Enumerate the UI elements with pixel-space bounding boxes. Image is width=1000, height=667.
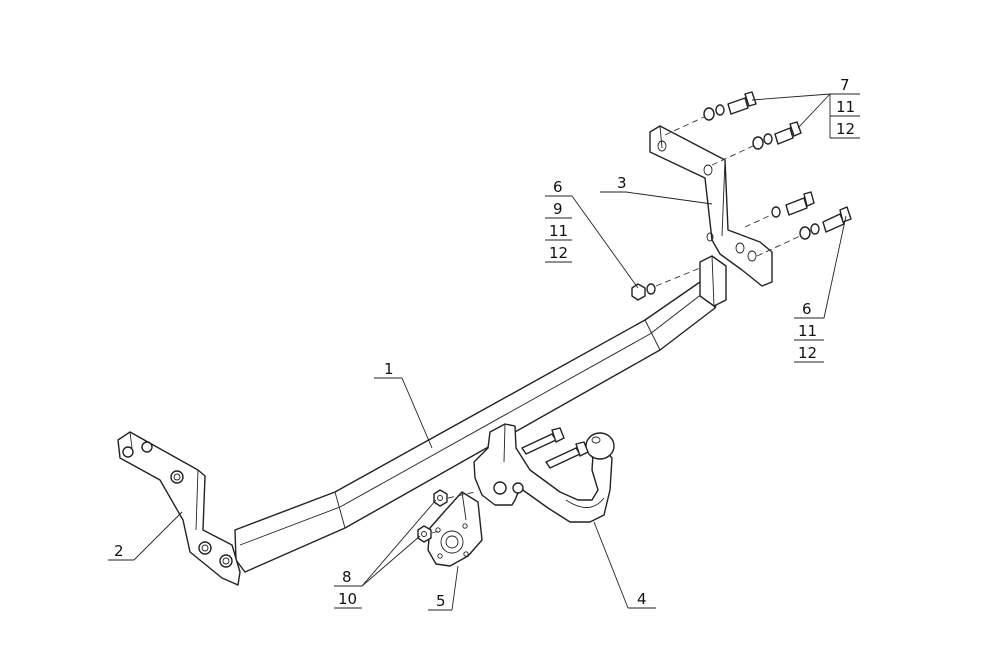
callout-4: 4 <box>637 590 647 608</box>
callout-5: 5 <box>436 592 446 610</box>
callout-2: 2 <box>114 542 124 560</box>
callout-1: 1 <box>384 360 394 378</box>
callout-8-2: 10 <box>338 590 357 608</box>
callout-6a-2: 9 <box>553 200 563 218</box>
part-5-socket-plate <box>427 491 483 567</box>
callout-7-3: 12 <box>836 120 855 138</box>
leader-lines <box>108 93 860 611</box>
callout-6b-1: 6 <box>802 300 812 318</box>
hardware-7-11-12 <box>664 91 802 166</box>
callout-6a-1: 6 <box>553 178 563 196</box>
callout-7-2: 11 <box>836 98 855 116</box>
callout-6b-3: 12 <box>798 344 817 362</box>
callout-8-1: 8 <box>342 568 352 586</box>
part-2-left-bracket <box>117 431 241 586</box>
callout-labels: 1 2 3 4 5 6 9 11 12 6 11 12 7 11 12 8 10 <box>114 76 855 610</box>
callout-6b-2: 11 <box>798 322 817 340</box>
part-1-crossbar <box>234 255 727 573</box>
part-3-right-bracket <box>649 125 773 287</box>
callout-6a-4: 12 <box>549 244 568 262</box>
part-4-tow-ball-mount <box>473 423 615 523</box>
callout-7-1: 7 <box>840 76 850 94</box>
callout-6a-3: 11 <box>549 222 568 240</box>
tow-mount-bolts <box>521 427 589 469</box>
callout-3: 3 <box>617 174 627 192</box>
hardware-6-9-11-12 <box>631 267 701 301</box>
